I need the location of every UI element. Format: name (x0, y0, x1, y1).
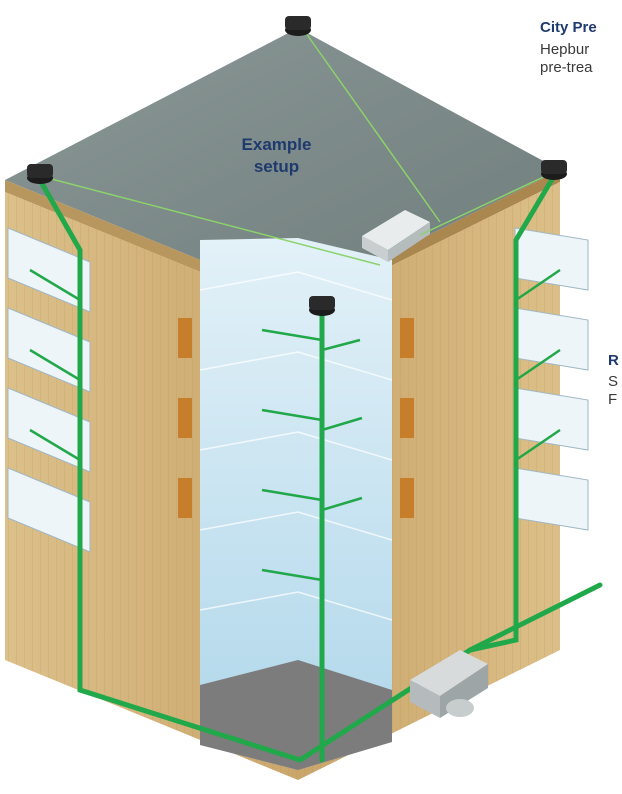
cutaway-shaft (200, 238, 392, 770)
callout-r-title: R (608, 352, 619, 369)
branch-pipes (29, 268, 561, 582)
callout-r-line1: S (608, 373, 619, 390)
rooftop-unit-icon (362, 210, 430, 262)
vent-lines (39, 21, 555, 266)
right-balconies (514, 227, 589, 531)
drain-pipes (37, 173, 603, 763)
callout-city-pre-line2: pre-trea (540, 59, 593, 76)
roof-label-line2: setup (253, 157, 300, 176)
callout-r-line2: F (608, 391, 618, 408)
pretreatment-unit-icon (410, 650, 488, 718)
left-balconies (7, 227, 91, 553)
roof-label: Example setup (214, 134, 339, 178)
interior-doors (178, 318, 414, 518)
callout-city-pre-line1: Hepbur (540, 41, 590, 58)
callout-city-pre-title: City Pre (540, 19, 597, 36)
roof-vent-icon (27, 16, 567, 316)
roof-label-line1: Example (241, 135, 312, 154)
cutaway-floor-lines (199, 271, 393, 621)
